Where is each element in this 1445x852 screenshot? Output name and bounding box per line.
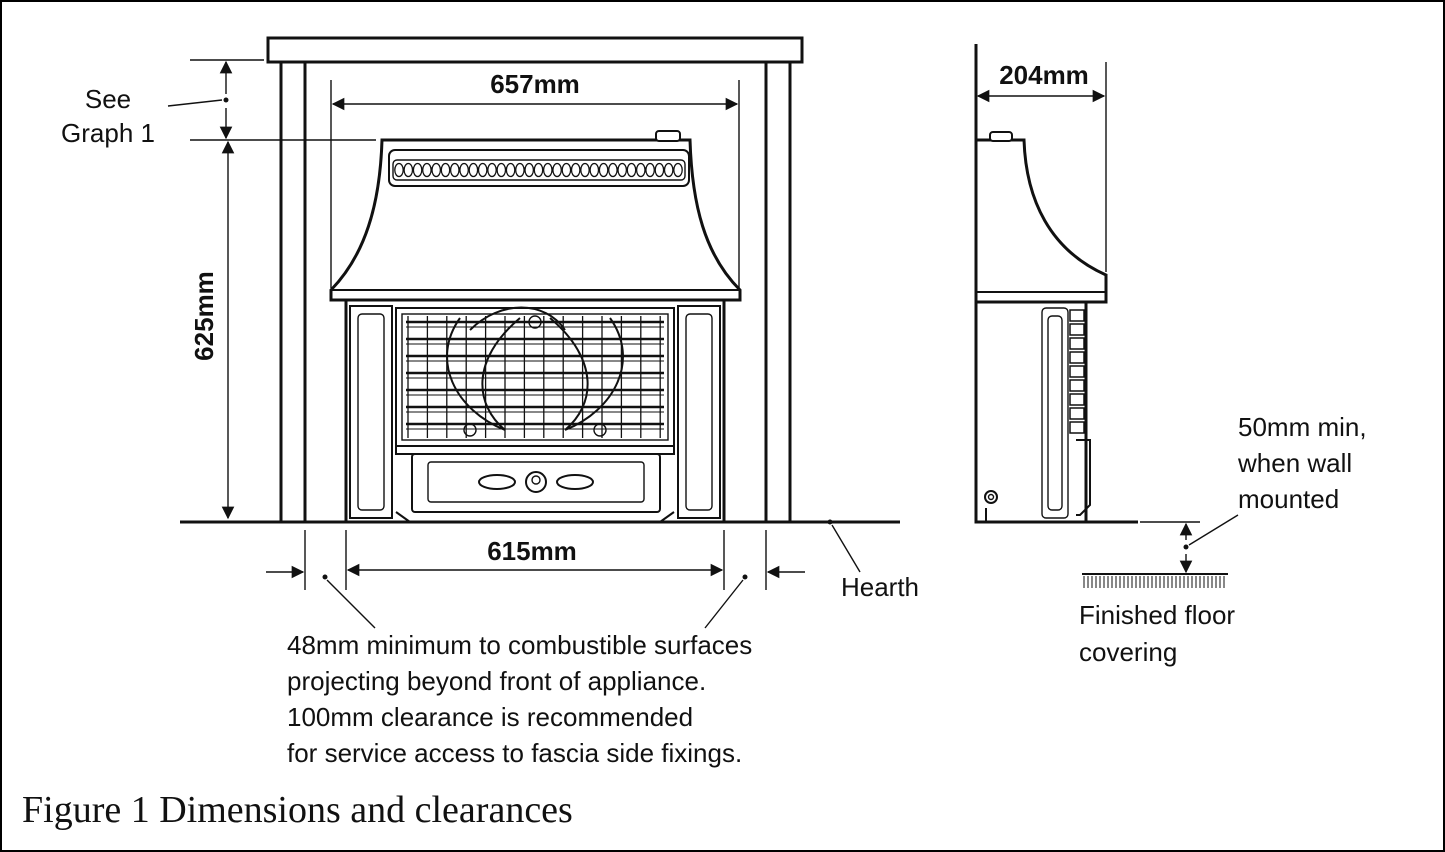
figure-caption: Figure 1 Dimensions and clearances [22,789,573,831]
floor-covering [1082,573,1228,588]
side-body [974,300,1091,524]
fire-hood [329,130,742,302]
clearance-note-2: projecting beyond front of appliance. [287,666,706,696]
front-view [167,36,900,629]
clearance-note-3: 100mm clearance is recommended [287,702,693,732]
dim-48-left [266,530,376,629]
dim-615-label: 615mm [487,536,577,566]
dim-625 [190,139,376,520]
dim-625-label: 625mm [189,271,219,361]
wall-mount-note-2: when wall [1237,448,1352,478]
dim-615 [345,530,725,590]
dim-657-label: 657mm [490,69,580,99]
clearance-note-1: 48mm minimum to combustible surfaces [287,630,752,660]
wall-mount-note-1: 50mm min, [1238,412,1367,442]
mantel-shelf [266,36,804,64]
dim-204 [976,62,1107,272]
dim-48-right [704,530,805,629]
hearth-label: Hearth [841,572,919,602]
dim-204-label: 204mm [999,60,1089,90]
left-pillar [279,60,307,524]
dim-50-min [1140,514,1239,574]
fire-body [344,298,726,524]
see-graph-line1: See [85,84,131,114]
floor-note-2: covering [1079,637,1177,667]
right-pillar [764,60,792,524]
clearance-note-4: for service access to fascia side fixing… [287,738,742,768]
side-view [974,44,1239,588]
hearth-leader [827,519,861,573]
dim-657 [330,80,740,288]
dim-see-graph [167,59,264,140]
wall-mount-note-3: mounted [1238,484,1339,514]
decorative-ovals [394,162,683,178]
floor-note-1: Finished floor [1079,600,1235,630]
see-graph-line2: Graph 1 [61,118,155,148]
side-hood [974,138,1108,304]
